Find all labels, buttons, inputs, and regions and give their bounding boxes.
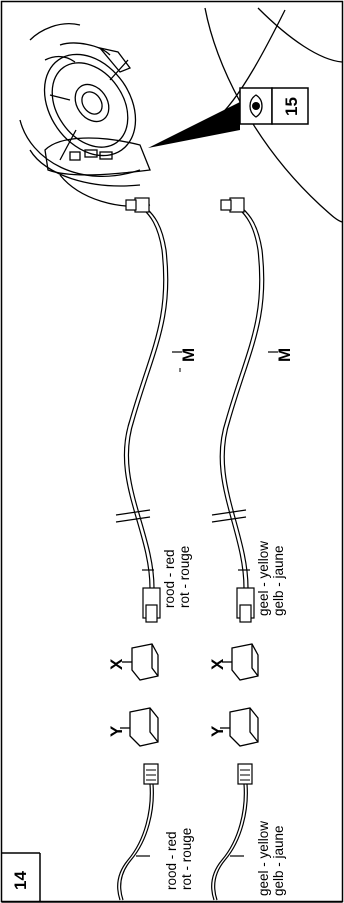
- wire-yellow-clip: [211, 783, 248, 901]
- eye-icon: [249, 94, 263, 118]
- ref-number-box: [271, 87, 309, 125]
- pointer-beam: [148, 102, 240, 148]
- red-cable-connector-end: [134, 197, 150, 213]
- cable-red: [115, 207, 182, 589]
- part-label-y-upper: Y: [107, 725, 126, 737]
- connector-x-lower: [222, 643, 259, 681]
- ref-step-number: 15: [282, 97, 301, 116]
- cable-yellow: [211, 207, 278, 589]
- wire-red-clip: [117, 783, 154, 901]
- part-label-y-lower: Y: [208, 725, 227, 737]
- step-number: 14: [11, 871, 30, 890]
- connector-y-upper: [120, 707, 159, 747]
- part-label-x-upper: X: [107, 658, 126, 670]
- connector-x-upper: [122, 643, 159, 681]
- label-red-bottom: rood - red rot - rouge: [164, 827, 194, 890]
- label-yellow-top: geel - yellow gelb - jaune: [256, 540, 286, 616]
- connector-y-lower: [220, 707, 259, 747]
- label-red-top: rood - red rot - rouge: [162, 545, 192, 608]
- dashboard-illustration: [19, 7, 343, 223]
- yellow-clip: [237, 763, 253, 785]
- part-label-m1: M: [179, 347, 198, 362]
- part-label-m2: M: [275, 347, 294, 362]
- steering-wheel: [43, 53, 137, 157]
- part-label-x-lower: X: [208, 658, 227, 670]
- label-yellow-bottom: geel - yellow gelb - jaune: [256, 820, 286, 896]
- red-clip: [143, 763, 159, 785]
- yellow-cable-connector-end: [229, 197, 245, 213]
